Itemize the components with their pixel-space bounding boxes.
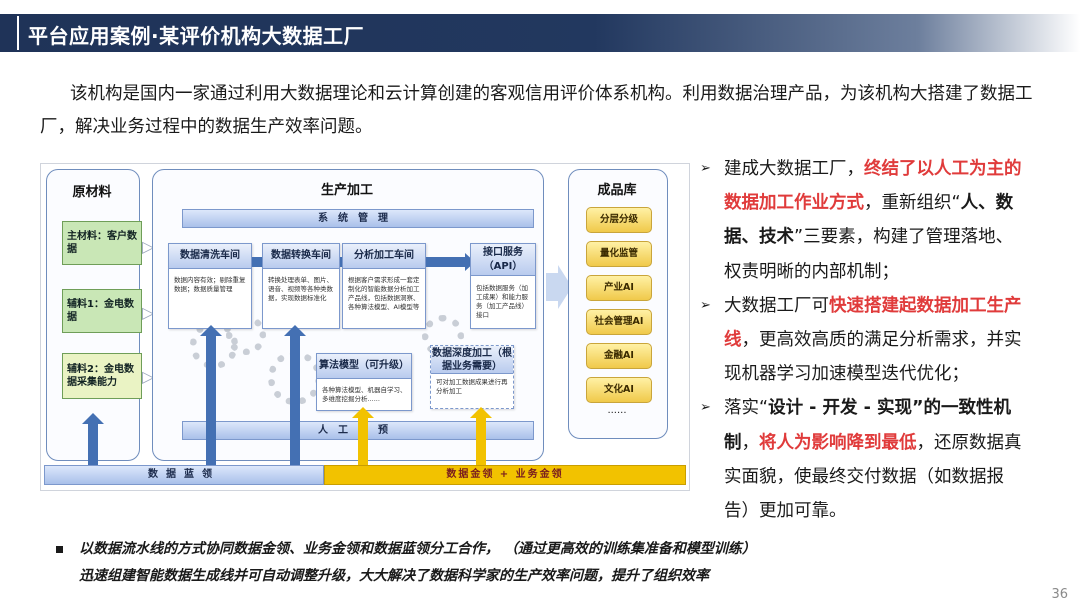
- raw-materials-title: 原材料: [72, 185, 112, 200]
- arrow-bullet-icon: ➢: [700, 161, 711, 176]
- bullet-text: ，: [741, 432, 760, 453]
- card-title: 接口服务（API）: [471, 244, 535, 276]
- blue-collar-band: 数据蓝领: [44, 465, 324, 485]
- product-list: 分层分级 量化监管 产业AI 社会管理AI 金融AI 文化AI ......: [568, 163, 666, 437]
- card-cleaning: 数据清洗车间 数据内容有效；剔除重复数据；数据质量管理: [168, 243, 252, 329]
- card-title: 数据深度加工（根据业务需要）: [431, 346, 513, 374]
- card-body: 包括数据服务（加工成果）和能力服务（加工产品线）接口: [476, 284, 528, 319]
- bullet-text: ，更高效高质的满足分析需求，并实现机器学习加速模型迭代优化；: [724, 330, 1022, 385]
- raw-item-main: 主材料：客户数据: [62, 221, 142, 265]
- bullet-3: ➢ 落实“设计 - 开发 - 实现”的一致性机制，将人为影响降到最低，还原数据真…: [700, 391, 1030, 528]
- arrow-up-icon: [200, 325, 222, 465]
- product-item: 分层分级: [586, 207, 652, 233]
- card-body: 转换处理表单、图片、语音、视频等各种类数据，实现数据标准化: [268, 276, 333, 302]
- footer-text: 以数据流水线的方式协同数据金领、业务金领和数据蓝领分工合作， （通过更高效的训练…: [79, 541, 756, 557]
- raw-item-aux1: 辅料1：金电数据: [62, 289, 142, 333]
- product-more: ......: [607, 405, 627, 416]
- card-body: 可对加工数据成果进行再分析加工: [436, 378, 508, 395]
- footer-note: 以数据流水线的方式协同数据金领、业务金领和数据蓝领分工合作， （通过更高效的训练…: [56, 536, 756, 590]
- bullet-bold: ”的一致性机制: [724, 398, 1011, 453]
- bullet-bold: 设计 - 开发 - 实现: [768, 398, 912, 419]
- card-api: 接口服务（API） 包括数据服务（加工成果）和能力服务（加工产品线）接口: [470, 243, 536, 329]
- bullet-1: ➢ 建成大数据工厂，终结了以人工为主的数据加工作业方式，重新组织“人、数据、技术…: [700, 152, 1030, 289]
- system-management-bar: 系统管理: [182, 209, 534, 228]
- card-body: 各种算法模型、机器自学习、多维度挖掘分析......: [322, 386, 407, 403]
- card-title: 算法模型（可升级）: [317, 354, 411, 379]
- key-points: ➢ 建成大数据工厂，终结了以人工为主的数据加工作业方式，重新组织“人、数据、技术…: [700, 152, 1030, 528]
- bullet-text: 建成大数据工厂，: [724, 159, 864, 179]
- chevron-right-icon: ▷: [142, 237, 155, 256]
- footer-line-1: 以数据流水线的方式协同数据金领、业务金领和数据蓝领分工合作， （通过更高效的训练…: [56, 536, 756, 563]
- page-title: 平台应用案例·某评价机构大数据工厂: [28, 24, 365, 48]
- production-title: 生产加工: [320, 183, 373, 198]
- card-transform: 数据转换车间 转换处理表单、图片、语音、视频等各种类数据，实现数据标准化: [262, 243, 340, 329]
- raw-item-aux2: 辅料2：金电数据采集能力: [62, 353, 142, 399]
- bullet-2: ➢ 大数据工厂可快速搭建起数据加工生产线，更高效高质的满足分析需求，并实现机器学…: [700, 289, 1030, 392]
- card-title: 数据清洗车间: [169, 244, 251, 269]
- data-factory-diagram: 原材料 主材料：客户数据 辅料1：金电数据 辅料2：金电数据采集能力 ▷ ▷ ▷…: [40, 163, 690, 491]
- arrow-up-gold-icon: [352, 407, 374, 465]
- arrow-right-icon: [426, 253, 475, 271]
- bullet-text: ，重新组织“: [864, 193, 961, 214]
- card-body: 数据内容有效；剔除重复数据；数据质量管理: [174, 276, 246, 293]
- product-item: 产业AI: [586, 275, 652, 301]
- arrow-up-icon: [284, 325, 306, 465]
- bullet-highlight: 将人为影响降到最低: [759, 432, 917, 453]
- product-arrow-shaft: [546, 273, 560, 301]
- bullet-text: ，还原数据真实面貌，使最终交付数据（如数据报告）更加可靠。: [724, 432, 1022, 522]
- product-item: 社会管理AI: [586, 309, 652, 335]
- title-accent-line: [17, 16, 19, 50]
- product-item: 文化AI: [586, 377, 652, 403]
- arrow-up-icon: [82, 413, 104, 465]
- square-bullet-icon: [56, 545, 63, 553]
- title-bar: [0, 14, 1080, 52]
- bullet-highlight: 快速搭建起数据加工生产线: [724, 295, 1022, 351]
- intro-paragraph: 该机构是国内一家通过利用大数据理论和云计算创建的客观信用评价体系机构。利用数据治…: [40, 84, 1033, 137]
- footer-line-2: 迅速组建智能数据生成线并可自动调整升级，大大解决了数据科学家的生产效率问题，提升…: [79, 568, 709, 584]
- product-warehouse-title: 成品库: [597, 183, 637, 198]
- bullet-highlight: 终结了以人工为主的数据加工作业方式: [724, 159, 1022, 214]
- bullet-text: 落实“: [724, 398, 769, 419]
- bullet-text: ”三要素，构建了管理落地、权责明晰的内部机制；: [724, 227, 1014, 282]
- product-item: 量化监管: [586, 241, 652, 267]
- bullet-text: 大数据工厂可: [724, 295, 829, 316]
- chevron-right-icon: ▷: [142, 303, 155, 322]
- arrow-bullet-icon: ➢: [700, 297, 711, 313]
- page-number: 36: [1051, 587, 1068, 602]
- card-body: 根据客户需求形成一套定制化的智能数据分析加工产品线，包括数据洞察、各种算法模型、…: [348, 276, 420, 311]
- card-algorithm: 算法模型（可升级） 各种算法模型、机器自学习、多维度挖掘分析......: [316, 353, 412, 411]
- product-item: 金融AI: [586, 343, 652, 369]
- gold-collar-band: 数据金领 + 业务金领: [324, 465, 686, 485]
- card-deep-processing: 数据深度加工（根据业务需要） 可对加工数据成果进行再分析加工: [430, 345, 514, 409]
- title-accent: [10, 16, 15, 50]
- card-title: 分析加工车间: [343, 244, 425, 269]
- card-analysis: 分析加工车间 根据客户需求形成一套定制化的智能数据分析加工产品线，包括数据洞察、…: [342, 243, 426, 329]
- arrow-up-gold-icon: [470, 407, 492, 465]
- bullet-bold: 人、数据、技术: [724, 193, 1014, 248]
- card-title: 数据转换车间: [263, 244, 339, 269]
- chevron-right-icon: ▷: [142, 367, 155, 386]
- arrow-bullet-icon: ➢: [700, 400, 711, 416]
